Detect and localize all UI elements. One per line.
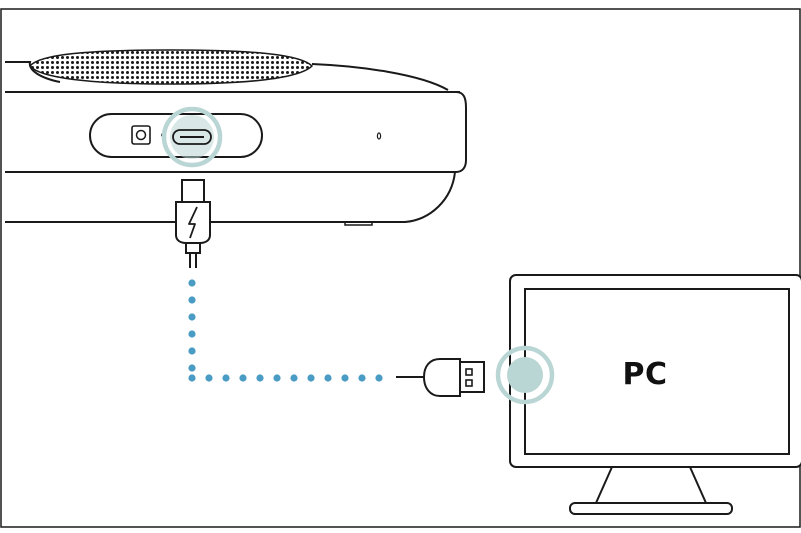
usb-c-port-highlight <box>161 106 223 168</box>
pc-label: PC <box>622 357 668 392</box>
monitor-stand <box>594 466 708 504</box>
speakerphone-icon <box>5 49 467 226</box>
speaker-base <box>5 171 457 223</box>
mic-indicator <box>376 132 382 140</box>
monitor-screen <box>524 288 790 455</box>
monitor-icon <box>509 274 801 515</box>
diagram-frame <box>0 8 801 528</box>
usb-a-connector-icon <box>396 358 485 397</box>
cable-path <box>188 279 383 382</box>
speaker-foot <box>344 222 373 226</box>
usb-c-connector-icon <box>175 179 211 268</box>
speaker-grille <box>29 49 314 85</box>
speaker-top-outline <box>5 61 449 91</box>
pc-usb-port-highlight <box>495 345 555 405</box>
speaker-body <box>5 91 467 173</box>
audio-jack-icon <box>131 125 151 145</box>
usb-c-port-icon <box>172 129 212 145</box>
monitor-base <box>569 502 733 515</box>
